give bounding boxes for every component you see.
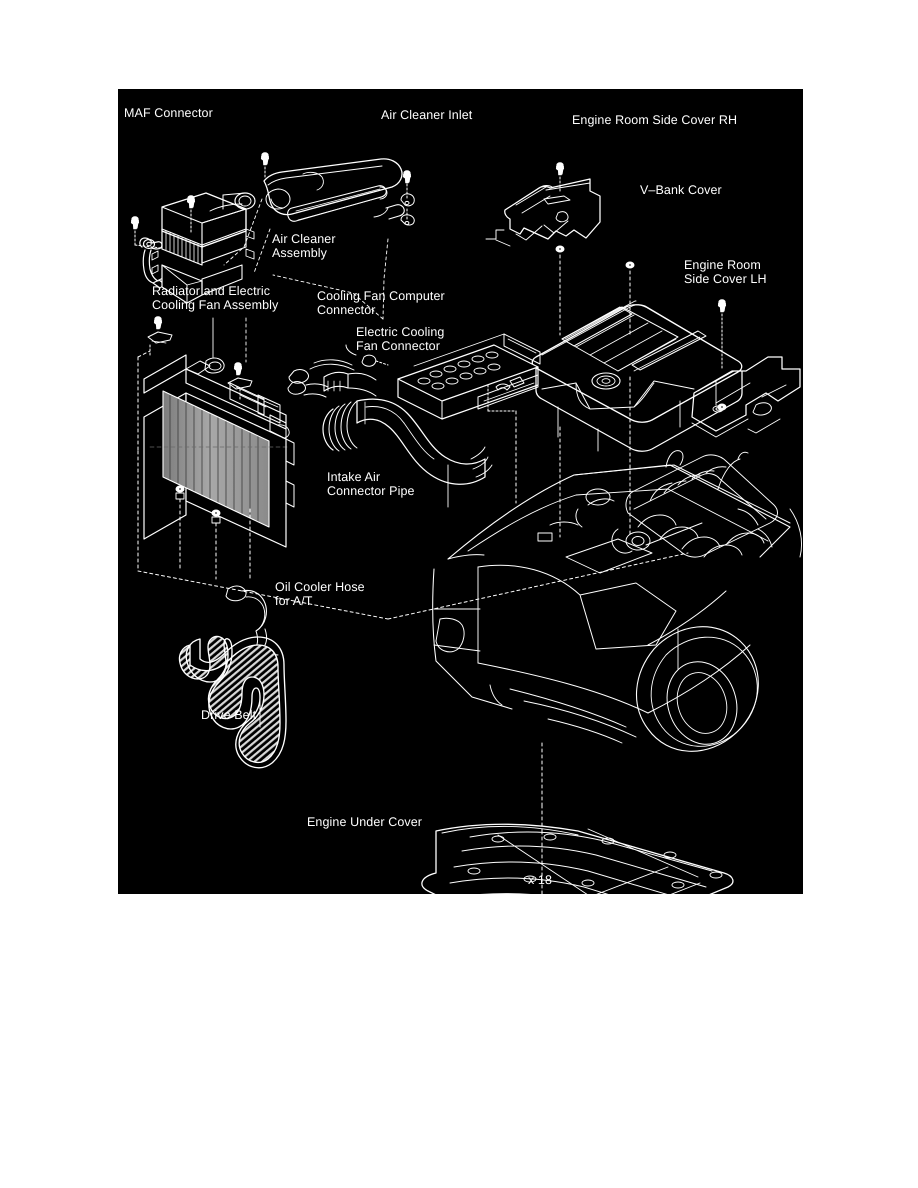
- callout-engine-room-side-cover-rh: Engine Room Side Cover RH: [572, 113, 738, 127]
- part-v-bank-cover: [531, 261, 743, 452]
- callout-intake-air-connector-pipe-line2: Connector Pipe: [327, 484, 415, 498]
- part-engine-room-side-cover-lh: [691, 299, 801, 438]
- callout-radiator-fan-assembly-line2: Cooling Fan Assembly: [152, 298, 279, 312]
- callout-v-bank-cover: V–Bank Cover: [640, 183, 722, 197]
- callout-electric-cooling-fan-connector-line2: Fan Connector: [356, 339, 440, 353]
- callout-cooling-fan-computer-connector-line2: Connector: [317, 303, 376, 317]
- callout-engine-room-side-cover-lh-line2: Side Cover LH: [684, 272, 767, 286]
- callout-radiator-fan-assembly-line1: Radiator and Electric: [152, 284, 271, 298]
- callout-cooling-fan-computer-connector-line1: Cooling Fan Computer: [317, 289, 445, 303]
- callout-air-cleaner-inlet: Air Cleaner Inlet: [381, 108, 473, 122]
- note-bolt-quantity: x 18: [528, 873, 553, 887]
- callout-engine-under-cover: Engine Under Cover: [307, 815, 423, 829]
- part-engine-under-cover: [421, 804, 734, 894]
- part-radiator-cooling-fan-assembly: [137, 316, 689, 620]
- figure-panel: MAF Connector Air Cleaner Inlet Engine R…: [118, 89, 803, 894]
- callout-oil-cooler-hose-line2: for A/T: [275, 594, 313, 608]
- callout-electric-cooling-fan-connector-line1: Electric Cooling: [356, 325, 445, 339]
- part-air-cleaner-assembly: [130, 192, 389, 320]
- part-intake-air-connector-pipe: [322, 333, 541, 508]
- callout-drive-belt: Drive Belt: [201, 708, 257, 722]
- part-cooling-fan-connectors: [287, 359, 377, 398]
- illustration-vehicle-with-engine: [432, 426, 803, 806]
- part-drive-belt: [178, 635, 287, 769]
- part-air-cleaner-inlet: [260, 152, 415, 226]
- part-engine-room-side-cover-rh: [485, 162, 601, 310]
- callout-air-cleaner-assembly-line1: Air Cleaner: [272, 232, 336, 246]
- callout-oil-cooler-hose-line1: Oil Cooler Hose: [275, 580, 365, 594]
- callout-air-cleaner-assembly-line2: Assembly: [272, 246, 327, 260]
- callout-engine-room-side-cover-lh-line1: Engine Room: [684, 258, 761, 272]
- callout-intake-air-connector-pipe-line1: Intake Air: [327, 470, 381, 484]
- callout-maf-connector: MAF Connector: [124, 106, 213, 120]
- exploded-diagram-drawing: [130, 152, 803, 894]
